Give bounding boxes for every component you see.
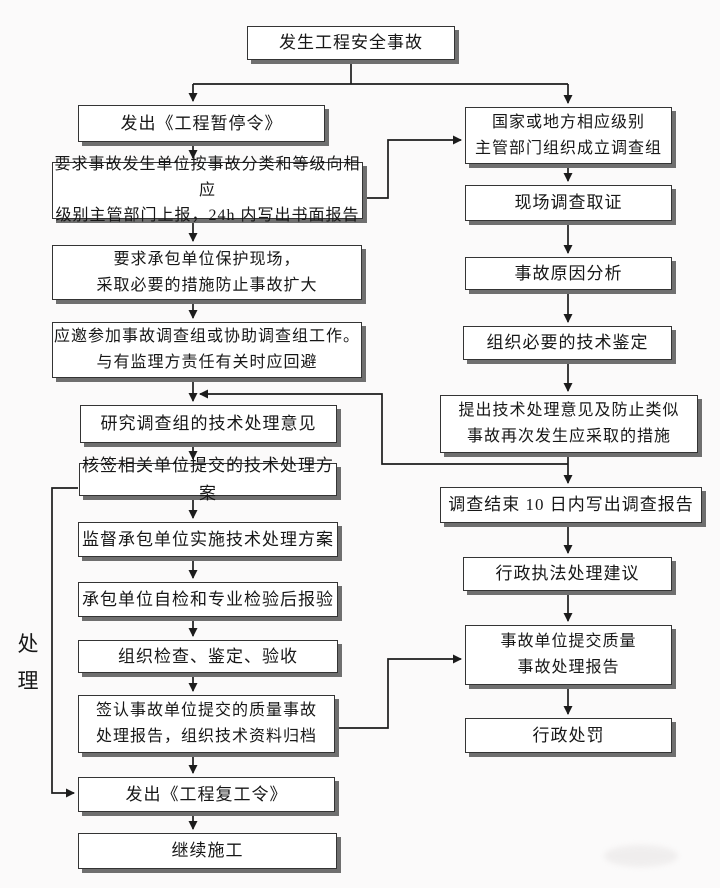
node-propose-technical-measures: 提出技术处理意见及防止类似 事故再次发生应采取的措施 [440, 395, 698, 453]
node-site-investigation-evidence: 现场调查取证 [465, 185, 672, 221]
node-contractor-self-inspection: 承包单位自检和专业检验后报验 [78, 582, 338, 617]
node-join-investigation: 应邀参加事故调查组或协助调查组工作。 与有监理方责任有关时应回避 [52, 322, 362, 378]
edge-sign-report-to-submit-report [335, 654, 462, 729]
node-administrative-penalty: 行政处罚 [465, 718, 672, 753]
edge-report-to-investigation-team [363, 135, 462, 199]
node-study-technical-opinion: 研究调查组的技术处理意见 [80, 405, 337, 443]
node-report-within-24h: 要求事故发生单位按事故分类和等级向相应 级别主管部门上报，24h 内写出书面报告 [52, 156, 363, 224]
node-law-enforcement-suggestion: 行政执法处理建议 [463, 557, 672, 591]
watermark-smudge [604, 845, 678, 867]
node-protect-site: 要求承包单位保护现场， 采取必要的措施防止事故扩大 [52, 245, 362, 300]
node-authority-forms-investigation-team: 国家或地方相应级别 主管部门组织成立调查组 [465, 107, 672, 164]
node-technical-appraisal: 组织必要的技术鉴定 [463, 326, 672, 360]
node-submit-quality-accident-report: 事故单位提交质量 事故处理报告 [465, 625, 672, 685]
node-issue-suspension-order: 发出《工程暂停令》 [78, 105, 325, 142]
node-issue-resume-work-order: 发出《工程复工令》 [78, 777, 335, 812]
node-supervise-implementation: 监督承包单位实施技术处理方案 [78, 522, 338, 557]
edge-countersign-to-resume-order [51, 487, 78, 798]
node-countersign-technical-plan: 核签相关单位提交的技术处理方案 [79, 456, 337, 503]
node-sign-quality-accident-report: 签认事故单位提交的质量事故 处理报告，组织技术资料归档 [78, 695, 335, 753]
node-organize-inspection-acceptance: 组织检查、鉴定、验收 [78, 640, 338, 673]
side-label-handling: 处理 [17, 632, 39, 693]
node-continue-construction: 继续施工 [78, 833, 337, 869]
node-investigation-report-10-days: 调查结束 10 日内写出调查报告 [440, 487, 702, 523]
node-accident-occurs: 发生工程安全事故 [247, 26, 455, 60]
node-cause-analysis: 事故原因分析 [465, 257, 672, 290]
